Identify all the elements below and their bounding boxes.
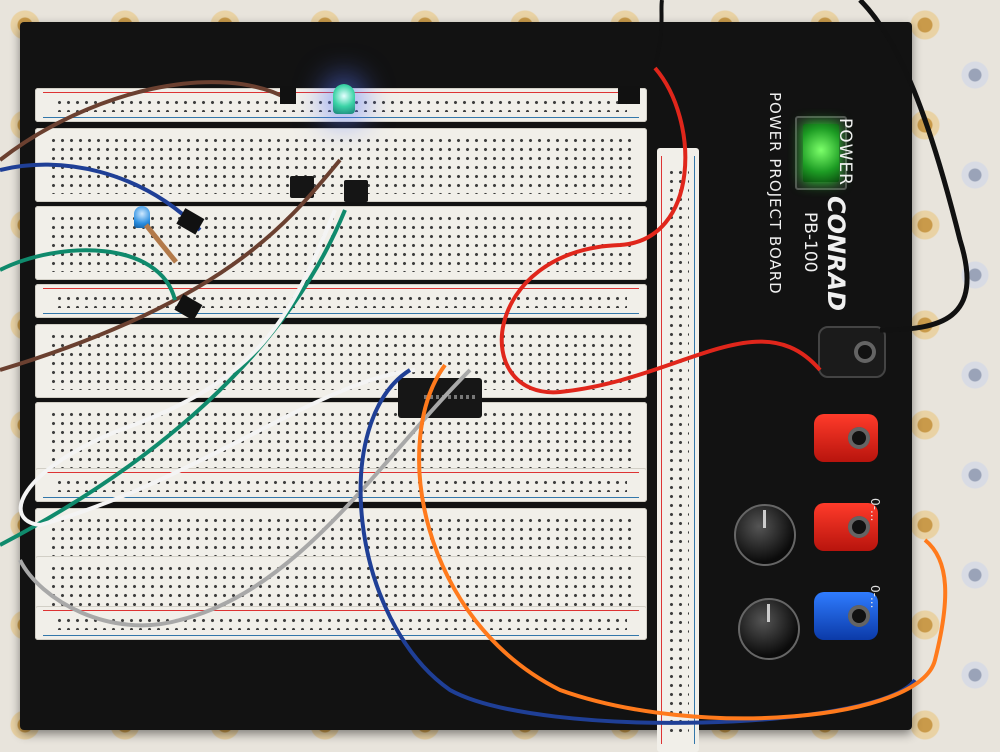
power-rail [35, 468, 647, 502]
gray-wire [18, 368, 472, 628]
brown-wire [0, 80, 291, 162]
breadboard [35, 88, 699, 752]
voltage-knob[interactable] [738, 598, 800, 660]
white-wire [18, 209, 416, 528]
black-wire [653, 0, 664, 66]
green-wire [0, 209, 347, 547]
red-wire [499, 66, 822, 395]
brown-wire [0, 158, 342, 372]
wire-connector [618, 86, 640, 104]
terminal-strip [35, 324, 647, 398]
power-rail [35, 606, 647, 640]
red-terminal-post[interactable] [814, 503, 878, 551]
led [333, 84, 355, 114]
power-switch[interactable] [795, 116, 847, 190]
red-terminal-post[interactable] [814, 414, 878, 462]
wire-connector [174, 294, 203, 321]
terminal-strip [35, 128, 647, 202]
black-terminal-post[interactable] [818, 326, 886, 378]
wire-connector [176, 208, 205, 235]
blue-wire [358, 368, 917, 725]
orange-wire [417, 363, 948, 721]
resistor [144, 223, 178, 264]
voltage-knob[interactable] [734, 504, 796, 566]
green-wire [0, 248, 177, 301]
led [134, 206, 150, 228]
power-rail [35, 284, 647, 318]
black-wire [858, 0, 970, 333]
wire-connector [280, 86, 296, 104]
blue-wire [0, 162, 202, 232]
vertical-power-rail [657, 148, 699, 752]
transistor [344, 180, 368, 202]
integrated-circuit [398, 378, 482, 418]
blue-terminal-post[interactable] [814, 592, 878, 640]
transistor [290, 176, 314, 198]
switch-indicator-light [803, 124, 839, 182]
